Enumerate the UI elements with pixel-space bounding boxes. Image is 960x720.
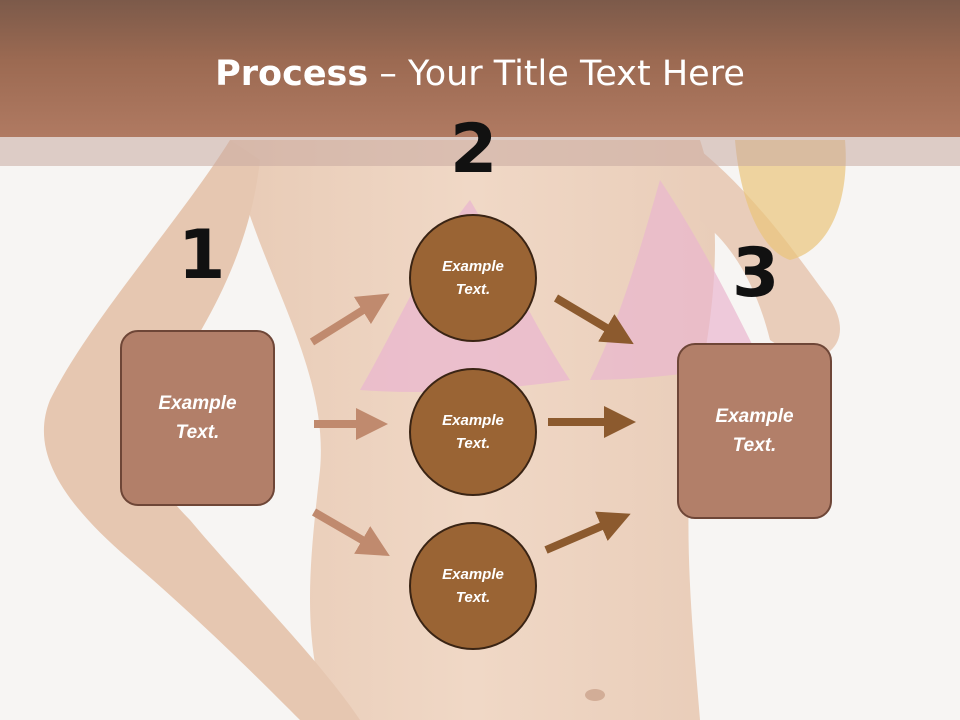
arrow-1-to-top bbox=[309, 293, 390, 346]
step-1-box: Example Text. bbox=[120, 330, 275, 506]
step-1-number: 1 bbox=[178, 216, 226, 295]
title-rest: – Your Title Text Here bbox=[368, 54, 745, 94]
step-3-number: 3 bbox=[732, 234, 780, 313]
slide-title: Process – Your Title Text Here bbox=[0, 54, 960, 94]
arrow-bottom-to-3 bbox=[544, 511, 631, 554]
circle-middle-text: Example Text. bbox=[442, 412, 504, 452]
step-3-box: Example Text. bbox=[677, 343, 832, 519]
step-3-text: Example Text. bbox=[715, 406, 794, 456]
step-1-text: Example Text. bbox=[158, 393, 237, 443]
header-band bbox=[0, 0, 960, 137]
arrow-top-to-3 bbox=[553, 294, 634, 345]
header-strip bbox=[0, 137, 960, 166]
circle-bottom-text: Example Text. bbox=[442, 566, 504, 606]
step-2-number: 2 bbox=[450, 110, 498, 189]
circle-bottom: Example Text. bbox=[409, 522, 537, 650]
circle-top-text: Example Text. bbox=[442, 258, 504, 298]
title-bold: Process bbox=[215, 54, 369, 94]
circle-top: Example Text. bbox=[409, 214, 537, 342]
circle-middle: Example Text. bbox=[409, 368, 537, 496]
arrow-1-to-bottom bbox=[311, 508, 390, 557]
